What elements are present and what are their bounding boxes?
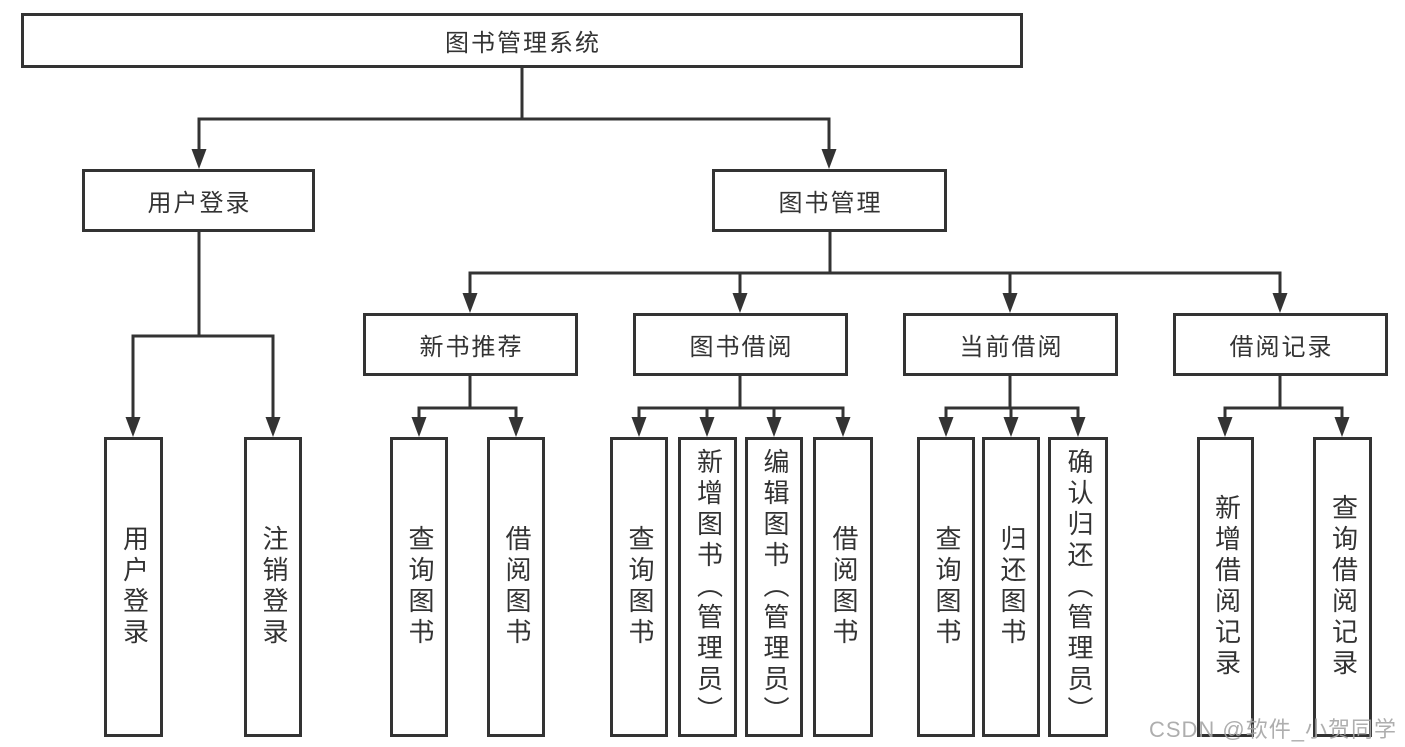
leaf-query-books-borrow: 查询图书 — [610, 437, 668, 737]
node-current-borrow: 当前借阅 — [903, 313, 1118, 376]
node-book-borrow: 图书借阅 — [633, 313, 848, 376]
node-borrow-records: 借阅记录 — [1173, 313, 1388, 376]
leaf-add-borrow-record: 新增借阅记录 — [1197, 437, 1254, 737]
leaf-user-login: 用户登录 — [104, 437, 163, 737]
node-book-management: 图书管理 — [712, 169, 947, 232]
watermark: CSDN @软件_小贺同学 — [1148, 717, 1397, 742]
leaf-confirm-return-admin: 确认归还（管理员） — [1048, 437, 1108, 737]
leaf-query-borrow-record: 查询借阅记录 — [1313, 437, 1372, 737]
leaf-borrow-books: 借阅图书 — [813, 437, 873, 737]
node-root-system: 图书管理系统 — [21, 13, 1023, 68]
node-user-login: 用户登录 — [82, 169, 315, 232]
leaf-query-books-current: 查询图书 — [917, 437, 975, 737]
node-new-book-recommend: 新书推荐 — [363, 313, 578, 376]
leaf-return-book: 归还图书 — [982, 437, 1040, 737]
leaf-query-books-recommend: 查询图书 — [390, 437, 448, 737]
leaf-logout: 注销登录 — [244, 437, 302, 737]
leaf-add-book-admin: 新增图书（管理员） — [678, 437, 737, 737]
leaf-edit-book-admin: 编辑图书（管理员） — [745, 437, 803, 737]
leaf-borrow-books-recommend: 借阅图书 — [487, 437, 545, 737]
